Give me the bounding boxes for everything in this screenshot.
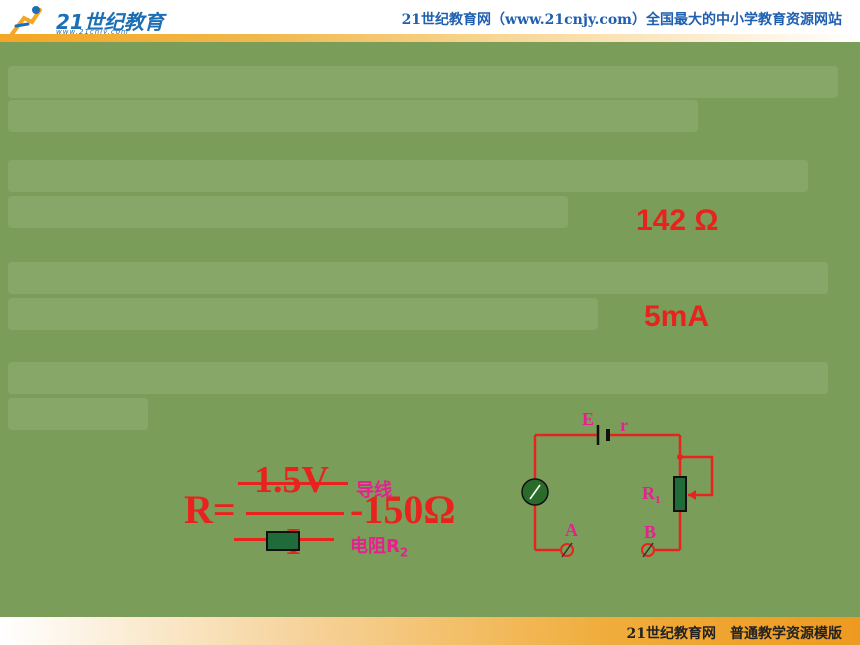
terminal-b-icon[interactable] [641, 543, 655, 557]
resistor-label-text: 电阻R [350, 536, 400, 557]
emf-label: E [582, 409, 594, 429]
terminal-a-slash [561, 542, 573, 558]
terminal-b-slash [642, 542, 654, 558]
faint-line [8, 262, 828, 294]
circuit-wires [533, 433, 714, 552]
formula-lhs: R= [184, 487, 236, 532]
header: 21世纪教育 www.21cnjy.com 21世纪教育网（www.21cnjy… [0, 0, 860, 42]
galvanometer-needle [529, 484, 541, 500]
logo-url: www.21cnjy.com [56, 28, 129, 36]
junction-dot [677, 454, 683, 460]
circuit-diagram: E r R1 A B [521, 409, 714, 558]
wiper-arrow-icon [688, 490, 696, 500]
wire-label: 导线 [356, 480, 392, 501]
strike-numerator [238, 482, 348, 485]
faint-line [8, 100, 698, 132]
rheostat-label-sub: 1 [655, 494, 661, 506]
rheostat-label: R1 [642, 483, 661, 506]
runner-icon [10, 6, 42, 36]
resistor-symbol [266, 531, 300, 551]
header-divider [0, 34, 860, 42]
footer-text: 21世纪教育网 普通教学资源模版 [626, 626, 842, 642]
rheostat-label-text: R [642, 483, 656, 503]
formula-numerator: 1.5V [254, 459, 329, 501]
faint-line [8, 298, 598, 330]
faint-line [8, 196, 568, 228]
terminal-a-label: A [565, 520, 578, 540]
fraction-bar [246, 512, 344, 515]
rheostat-wiper-wire [680, 455, 714, 497]
logo-text: 21世纪教育 [56, 10, 164, 34]
header-title: 21世纪教育网（www.21cnjy.com）全国最大的中小学教育资源网站 [401, 12, 842, 28]
formula-minus-value: -150Ω [350, 487, 456, 532]
faint-line [8, 160, 808, 192]
rheostat-icon [673, 476, 687, 512]
footer: 21世纪教育网 普通教学资源模版 [0, 617, 860, 645]
faint-line [8, 66, 838, 98]
answer-current: 5mA [644, 300, 710, 333]
site-logo[interactable]: 21世纪教育 www.21cnjy.com [6, 4, 166, 38]
faint-line [8, 362, 828, 394]
resistor-label-sub: 2 [399, 545, 409, 560]
terminal-a-icon[interactable] [560, 543, 574, 557]
resistor-label: 电阻R2 [350, 532, 408, 560]
internal-resistance-label: r [620, 415, 628, 435]
faint-line [8, 398, 148, 430]
answer-resistance: 142 Ω [636, 204, 719, 237]
terminal-b-label: B [644, 522, 656, 542]
